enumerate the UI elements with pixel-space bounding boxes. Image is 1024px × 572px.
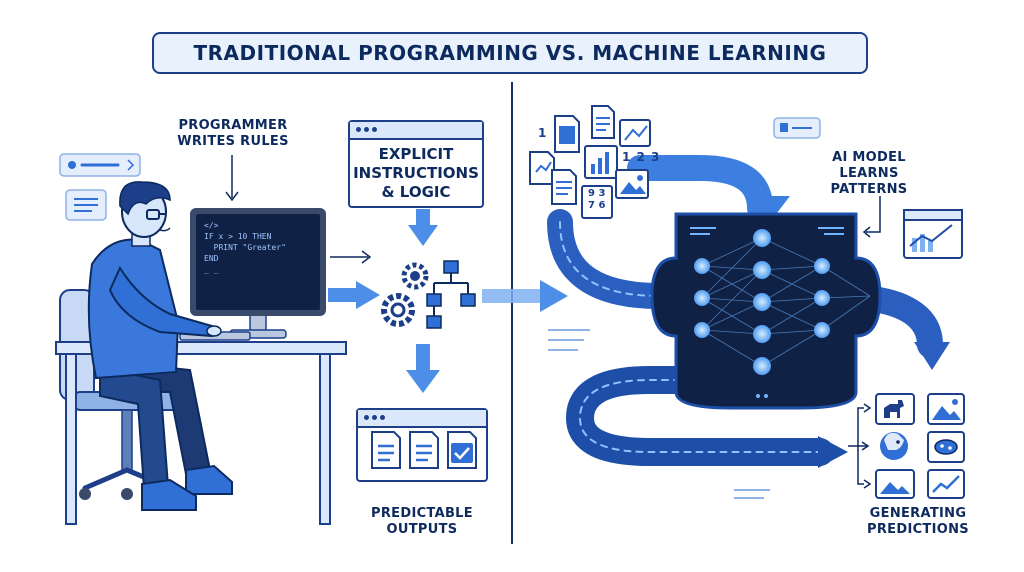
flow-arrow [328, 281, 380, 309]
document-icon [409, 431, 439, 469]
document-icon [551, 169, 577, 205]
document-icon [529, 151, 555, 185]
instructions-line: & LOGIC [381, 182, 451, 201]
programmer-figure [87, 181, 233, 511]
line-chart-icon [927, 469, 965, 499]
outputs-window [356, 408, 488, 482]
model-label: AI MODEL LEARNS PATTERNS [804, 150, 934, 198]
chat-bubble-icon [773, 117, 821, 139]
label-line: PROGRAMMER [178, 118, 288, 133]
bar-chart-icon [584, 145, 618, 179]
code-line: END [204, 254, 219, 263]
page-title: TRADITIONAL PROGRAMMING VS. MACHINE LEAR… [193, 41, 827, 65]
code-line: IF x > 10 THEN [204, 232, 272, 241]
image-icon [875, 469, 915, 499]
label-line: GENERATING [869, 506, 967, 521]
code-line: PRINT "Greater" [204, 243, 286, 252]
text-lines-icon [548, 329, 590, 351]
chat-bubble-icon [59, 153, 141, 177]
flow-arrow [482, 280, 568, 312]
label-line: LEARNS PATTERNS [830, 166, 908, 197]
label-line: OUTPUTS [386, 522, 458, 537]
dog-icon [875, 393, 915, 425]
window-titlebar [350, 122, 482, 140]
down-arrow [408, 209, 438, 246]
dog-icon [880, 432, 908, 460]
code-line: _ _ [204, 265, 219, 274]
list-bubble-icon [65, 189, 107, 221]
number-grid-icon [581, 185, 613, 219]
title-banner: TRADITIONAL PROGRAMMING VS. MACHINE LEAR… [152, 32, 868, 74]
gears-icon [381, 262, 429, 327]
instructions-line: EXPLICIT [378, 144, 454, 163]
outputs-label: PREDICTABLE OUTPUTS [360, 506, 484, 538]
label-line: AI MODEL [832, 150, 906, 165]
instructions-window: EXPLICIT INSTRUCTIONS & LOGIC [348, 120, 484, 208]
checked-document-icon [447, 431, 477, 469]
code-editor-screen: </> IF x > 10 THEN PRINT "Greater" END _… [193, 211, 323, 313]
down-arrow [406, 344, 440, 393]
down-arrow [750, 196, 790, 222]
data-number-grid: 9 3 7 6 [588, 188, 605, 212]
document-icon [371, 431, 401, 469]
code-line: </> [204, 221, 219, 230]
data-number: 1 [538, 126, 547, 140]
label-line: WRITES RULES [177, 134, 289, 149]
data-number: 1 2 3 [622, 150, 661, 164]
label-line: PREDICTIONS [867, 522, 969, 537]
window-titlebar [358, 410, 486, 428]
document-icon [591, 105, 615, 139]
neural-network [650, 212, 882, 410]
programmer-label: PROGRAMMER WRITES RULES [170, 118, 296, 150]
center-divider [511, 82, 513, 544]
predictions-label: GENERATING PREDICTIONS [858, 506, 978, 538]
text-lines-icon [734, 489, 770, 499]
line-chart-icon [619, 119, 651, 147]
bacteria-icon [927, 431, 965, 463]
instructions-line: INSTRUCTIONS [353, 163, 479, 182]
flowchart-icon [426, 260, 476, 329]
label-line: PREDICTABLE [371, 506, 473, 521]
data-number: 9 3 [588, 188, 606, 199]
image-icon [615, 169, 649, 199]
data-number: 7 6 [588, 200, 606, 211]
line-chart-icon [903, 209, 963, 259]
flow-arrow [818, 436, 848, 468]
down-arrow [914, 342, 950, 370]
document-icon [554, 115, 580, 153]
image-icon [927, 393, 965, 425]
